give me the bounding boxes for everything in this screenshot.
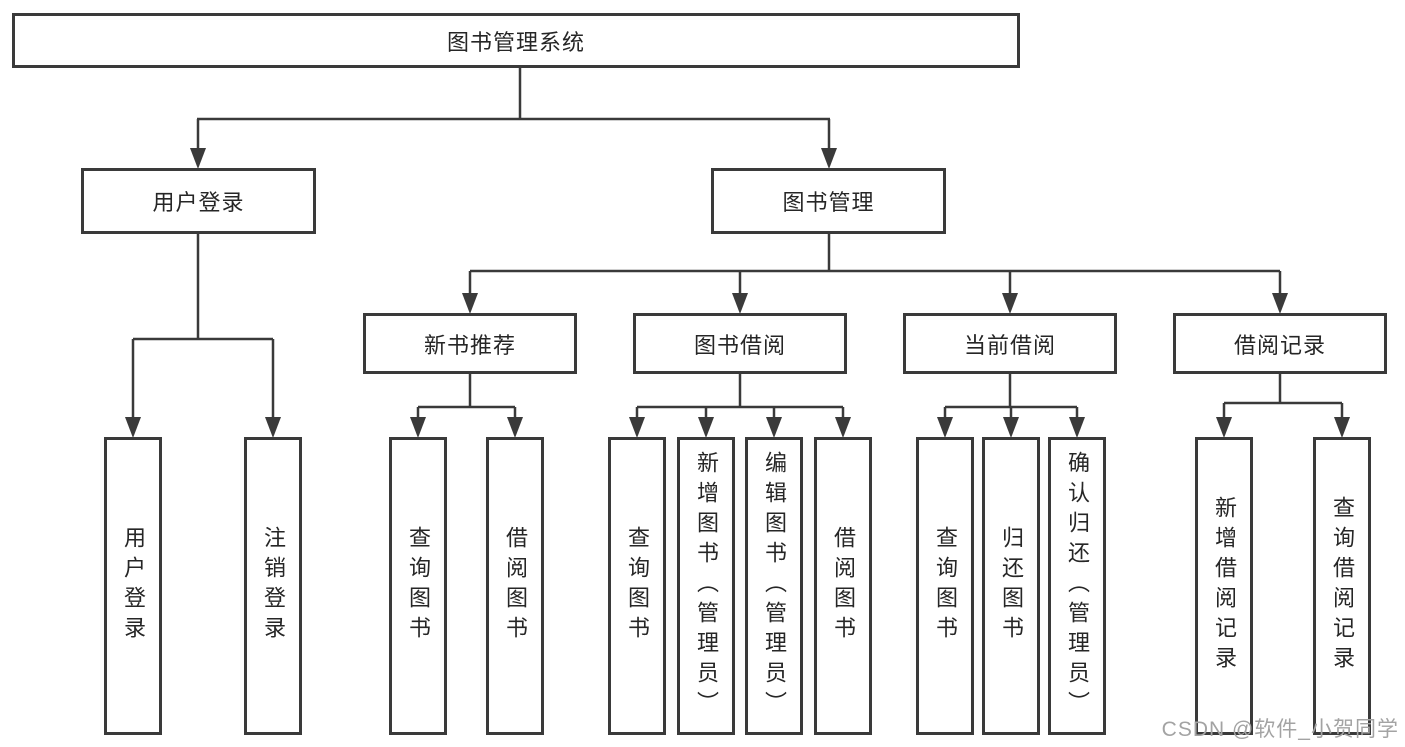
leaf-query-books-recommend: 查询图书	[389, 437, 447, 735]
leaf-add-borrow-record: 新增借阅记录	[1195, 437, 1253, 735]
node-book-management: 图书管理	[711, 168, 946, 234]
leaf-confirm-return-admin: 确认归还（管理员）	[1048, 437, 1106, 735]
node-current-borrowing: 当前借阅	[903, 313, 1117, 374]
leaf-query-borrow-record: 查询借阅记录	[1313, 437, 1371, 735]
leaf-add-book-admin: 新增图书（管理员）	[677, 437, 735, 735]
node-new-book-recommendation: 新书推荐	[363, 313, 577, 374]
node-library-system: 图书管理系统	[12, 13, 1020, 68]
arrowheads	[125, 148, 1350, 438]
leaf-logout: 注销登录	[244, 437, 302, 735]
leaf-borrow-books-recommend: 借阅图书	[486, 437, 544, 735]
csdn-watermark: CSDN @软件_小贺同学	[1161, 718, 1399, 741]
node-user-login: 用户登录	[81, 168, 316, 234]
leaf-query-books-borrowing: 查询图书	[608, 437, 666, 735]
leaf-user-login: 用户登录	[104, 437, 162, 735]
leaf-edit-book-admin: 编辑图书（管理员）	[745, 437, 803, 735]
node-book-borrowing: 图书借阅	[633, 313, 847, 374]
leaf-borrow-books-borrowing: 借阅图书	[814, 437, 872, 735]
leaf-return-book: 归还图书	[982, 437, 1040, 735]
node-borrowing-records: 借阅记录	[1173, 313, 1387, 374]
leaf-query-books-current: 查询图书	[916, 437, 974, 735]
